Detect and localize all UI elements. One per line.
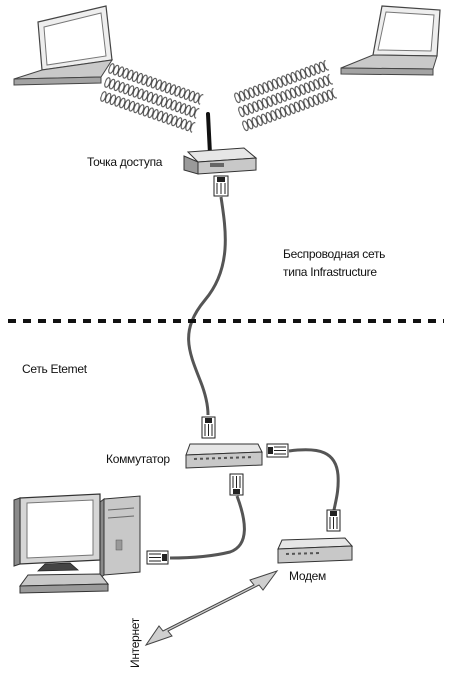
rj45-connector-icon — [201, 416, 216, 439]
wireless-signal-icon — [99, 61, 204, 134]
cable — [288, 448, 340, 511]
desktop-computer-icon — [13, 493, 141, 594]
laptop-icon — [340, 5, 441, 76]
rj45-connector-icon — [146, 550, 169, 565]
cable — [187, 196, 227, 416]
modem-label: Модем — [289, 569, 326, 583]
modem-icon — [277, 537, 354, 564]
rj45-connector-icon — [266, 443, 289, 458]
internet-label: Интернет — [128, 618, 142, 668]
access-point-icon — [183, 112, 258, 175]
ethernet-network-label: Сеть Etemet — [22, 362, 87, 376]
wireless-signal-icon — [233, 59, 338, 133]
double-arrow-icon — [144, 570, 279, 646]
switch-label: Коммутатор — [106, 452, 170, 466]
switch-icon — [185, 443, 263, 469]
wireless-network-label: Беспроводная сеть — [283, 247, 386, 261]
cable — [169, 495, 246, 560]
wireless-network-type-label: типа Infrastructure — [283, 265, 377, 279]
rj45-connector-icon — [326, 509, 341, 532]
rj45-connector-icon — [229, 473, 244, 496]
laptop-icon — [13, 5, 114, 86]
access-point-label: Точка доступа — [87, 155, 163, 169]
rj45-connector-icon — [213, 175, 229, 197]
